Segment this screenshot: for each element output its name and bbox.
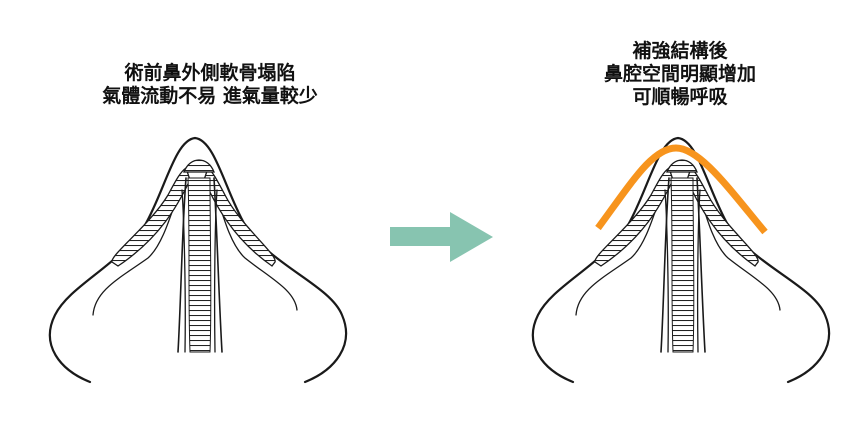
nose-after-illustration bbox=[531, 136, 831, 384]
after-caption-line-2: 鼻腔空間明顯增加 bbox=[603, 63, 756, 85]
before-caption: 術前鼻外側軟骨塌陷 氣體流動不易 進氣量較少 bbox=[60, 62, 360, 108]
after-caption-line-1: 補強結構後 bbox=[632, 40, 728, 62]
nose-before-illustration bbox=[48, 136, 348, 384]
after-caption-line-3: 可順暢呼吸 bbox=[632, 86, 728, 108]
cartilage-reinforcement bbox=[595, 144, 768, 235]
before-caption-line-2: 氣體流動不易 進氣量較少 bbox=[102, 85, 318, 107]
before-caption-line-1: 術前鼻外側軟骨塌陷 bbox=[124, 62, 296, 84]
after-caption: 補強結構後 鼻腔空間明顯增加 可順暢呼吸 bbox=[560, 40, 800, 109]
arrow-right-icon bbox=[390, 212, 493, 262]
